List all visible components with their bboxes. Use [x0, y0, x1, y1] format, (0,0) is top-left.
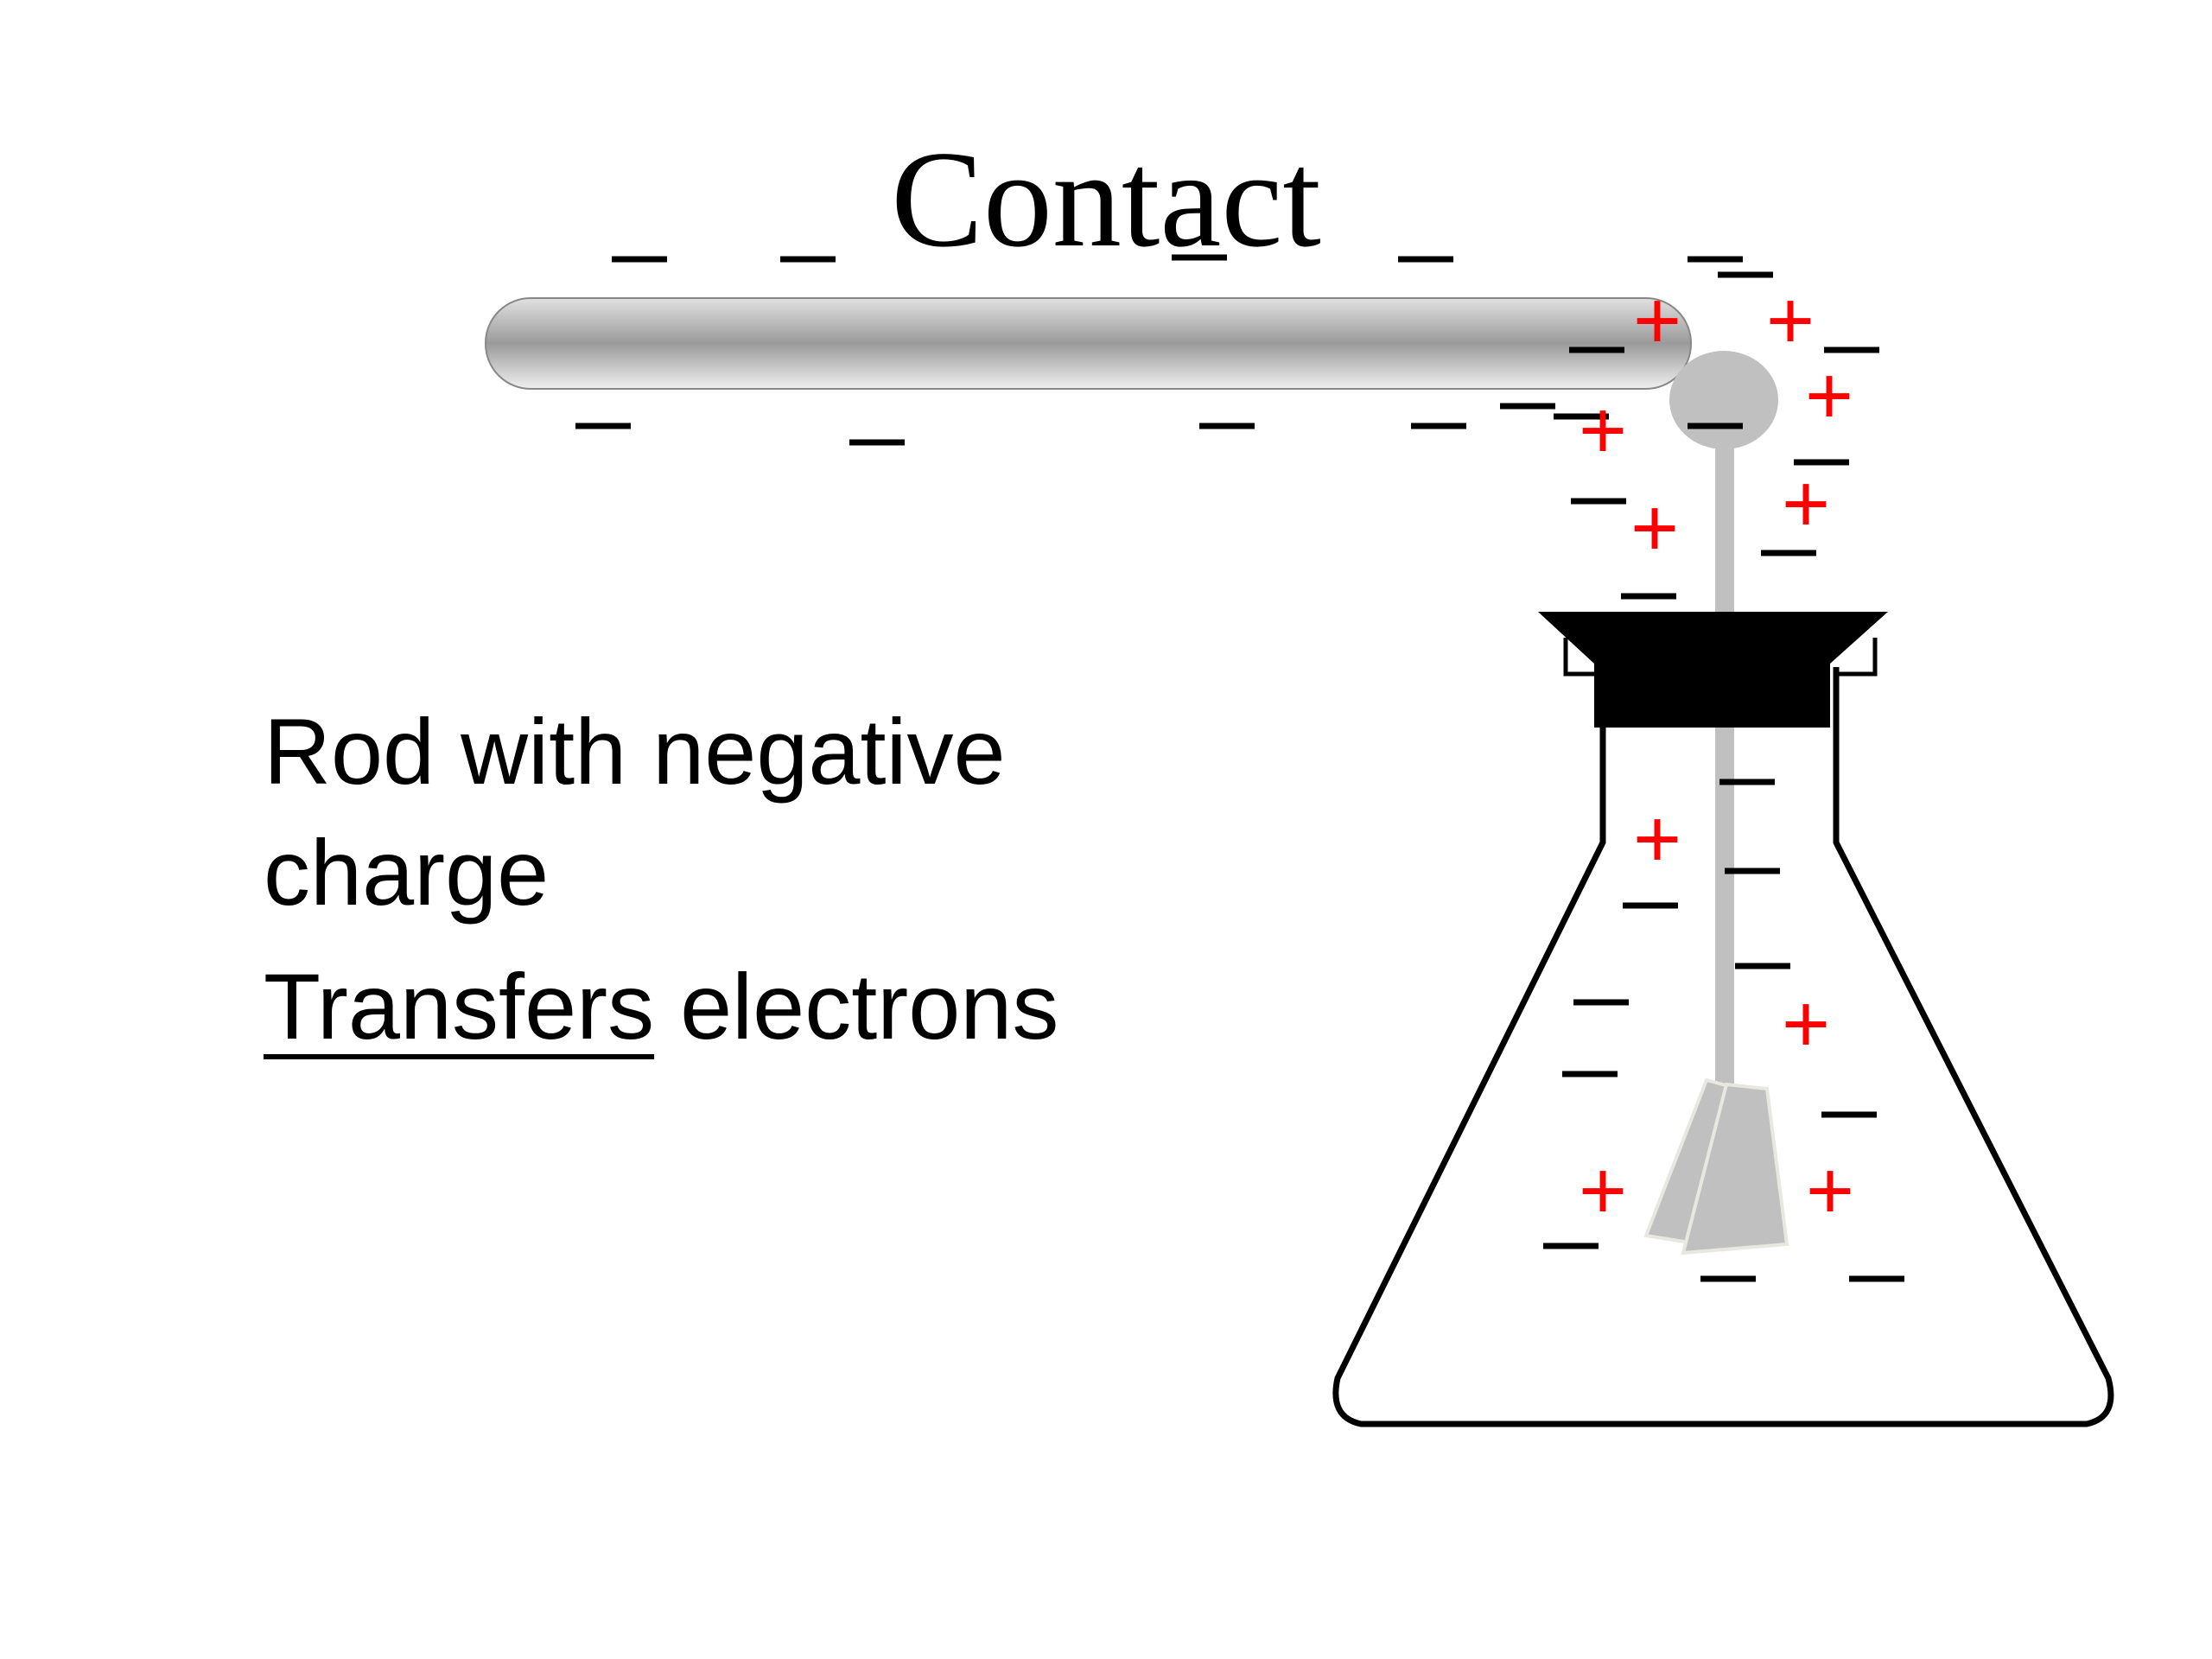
positive-charge-symbol: +: [1633, 274, 1681, 366]
charges-group: ++++++++++: [575, 254, 1904, 1282]
transfers-word: Transfers: [264, 954, 655, 1058]
flask: [1332, 667, 2114, 1427]
flask-lip: [1563, 638, 1878, 677]
positive-charge-symbol: +: [1766, 274, 1815, 366]
positive-charge-symbol: +: [1579, 1144, 1627, 1236]
description-line-3: Transfers electrons: [264, 946, 1058, 1067]
electroscope-leaf-right: [1681, 1082, 1789, 1255]
page-title: Contact: [891, 122, 1321, 276]
positive-charge-symbol: +: [1805, 349, 1853, 442]
positive-charge-symbol: +: [1782, 977, 1830, 1070]
electroscope-stem: [1715, 436, 1734, 1084]
positive-charge-symbol: +: [1579, 384, 1627, 476]
positive-charge-symbol: +: [1630, 481, 1679, 574]
description-line-2: charge: [264, 820, 550, 925]
charged-rod: [485, 297, 1692, 390]
stopper: [1538, 612, 1888, 728]
positive-charge-symbol: +: [1633, 792, 1681, 885]
electrons-text: electrons: [654, 954, 1059, 1058]
positive-charge-symbol: +: [1806, 1144, 1854, 1236]
electroscope-knob: [1669, 351, 1778, 449]
description-line-1: Rod with negative: [264, 699, 1006, 804]
positive-charge-symbol: +: [1782, 457, 1830, 550]
